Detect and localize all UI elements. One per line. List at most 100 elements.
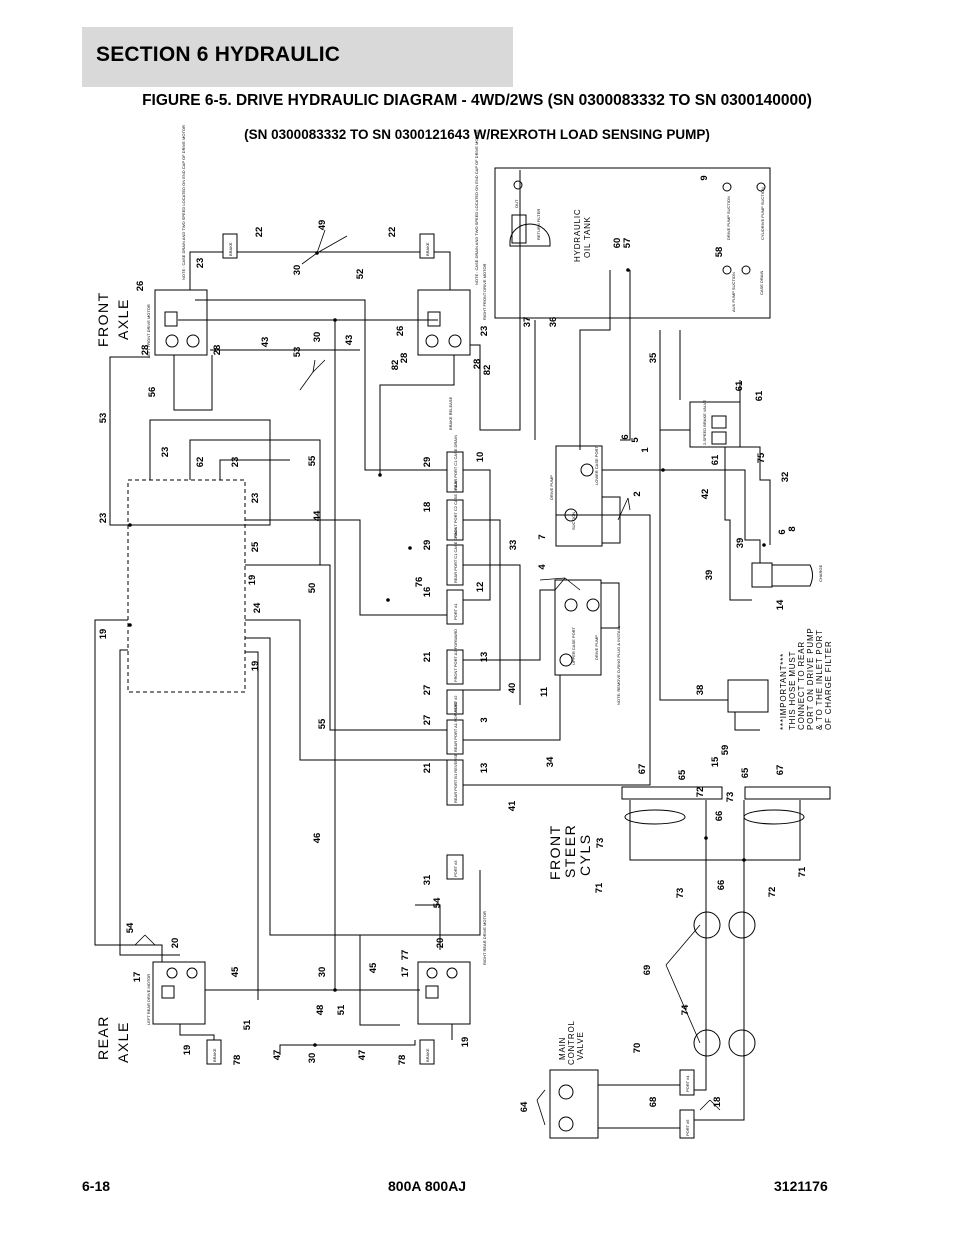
svg-text:FRONT PORT C2 CASE DRAIN: FRONT PORT C2 CASE DRAIN [453, 480, 458, 538]
svg-text:PORT #5: PORT #5 [685, 1119, 690, 1136]
svg-text:55: 55 [317, 718, 328, 729]
svg-text:NOTE : CASE DRAIN AND TWO SPEE: NOTE : CASE DRAIN AND TWO SPEED LOCATED … [474, 130, 479, 285]
svg-text:6: 6 [777, 529, 788, 534]
svg-text:66: 66 [714, 811, 725, 822]
svg-text:6: 6 [620, 434, 631, 439]
svg-text:BRAKE RELEASE: BRAKE RELEASE [448, 397, 453, 430]
svg-text:17: 17 [400, 967, 411, 978]
svg-text:22: 22 [387, 227, 398, 238]
callout-numbers: 22 22 49 30 52 23 26 28 28 43 30 43 53 2… [98, 175, 808, 1112]
oil-tank-label-2: OIL TANK [583, 216, 592, 258]
svg-text:68: 68 [648, 1097, 659, 1108]
svg-text:42: 42 [700, 489, 711, 500]
front-axle-label-1: FRONT [95, 291, 111, 347]
lower-drive-pump [555, 445, 603, 547]
svg-text:54: 54 [125, 922, 136, 933]
svg-text:PORT #3: PORT #3 [453, 860, 458, 877]
svg-text:82: 82 [390, 360, 401, 371]
svg-text:18: 18 [712, 1097, 723, 1108]
svg-text:BRAKE: BRAKE [425, 242, 430, 256]
steer-cylinder-left [621, 786, 723, 800]
svg-text:UPPER CASE PORT: UPPER CASE PORT [571, 627, 576, 665]
svg-text:FRONT PORT A2 FORWARD: FRONT PORT A2 FORWARD [453, 629, 458, 682]
svg-text:3: 3 [479, 717, 490, 722]
figure-subtitle: (SN 0300083332 TO SN 0300121643 W/REXROT… [244, 127, 710, 142]
front-steer-label-3: CYLS [577, 833, 593, 876]
svg-text:BRAKE: BRAKE [228, 242, 233, 256]
svg-text:65: 65 [677, 769, 688, 780]
svg-text:CHARGE: CHARGE [818, 565, 823, 582]
svg-text:13: 13 [479, 763, 490, 774]
main-control-valve-label-3: VALVE [576, 1031, 585, 1060]
svg-text:29: 29 [422, 457, 433, 468]
svg-text:56: 56 [147, 387, 158, 398]
svg-text:74: 74 [680, 1004, 691, 1015]
svg-text:DRIVE PUMP SUCTION: DRIVE PUMP SUCTION [726, 196, 731, 240]
svg-text:67: 67 [637, 764, 648, 775]
svg-text:NOTE: REMOVE O-RING PLUG & INS: NOTE: REMOVE O-RING PLUG & INSTALL [616, 625, 621, 705]
brake-box-rear-right [419, 1039, 435, 1065]
svg-text:THIS HOSE MUST: THIS HOSE MUST [788, 651, 797, 730]
svg-text:59: 59 [720, 745, 731, 756]
svg-text:43: 43 [344, 335, 355, 346]
svg-text:1: 1 [640, 447, 651, 453]
svg-text:39: 39 [704, 570, 715, 581]
front-steer-label-1: FRONT [547, 824, 563, 880]
important-note: ***IMPORTANT*** THIS HOSE MUST CONNECT T… [779, 627, 833, 730]
svg-text:AUX PUMP SUCTION: AUX PUMP SUCTION [731, 272, 736, 312]
svg-text:45: 45 [368, 962, 379, 973]
document-number: 3121176 [774, 1178, 828, 1194]
svg-text:67: 67 [775, 765, 786, 776]
two-speed-brake-valve [689, 401, 741, 448]
svg-text:PORT ON DRIVE PUMP: PORT ON DRIVE PUMP [806, 627, 815, 730]
svg-text:OF CHARGE FILTER: OF CHARGE FILTER [824, 640, 833, 730]
left-rear-drive-motor [152, 961, 206, 1025]
section-banner: SECTION 6 HYDRAULIC [82, 27, 513, 87]
svg-text:19: 19 [98, 629, 109, 640]
svg-text:20: 20 [435, 938, 446, 949]
svg-text:31: 31 [422, 874, 433, 885]
svg-text:78: 78 [397, 1055, 408, 1066]
svg-text:REAR PORT C1 CASE DRAIN: REAR PORT C1 CASE DRAIN [453, 435, 458, 490]
svg-text:4: 4 [537, 564, 548, 570]
svg-text:28: 28 [140, 345, 151, 356]
figure-title: FIGURE 6-5. DRIVE HYDRAULIC DIAGRAM - 4W… [142, 92, 812, 109]
svg-text:32: 32 [780, 472, 791, 483]
svg-text:24: 24 [252, 602, 263, 613]
main-control-valve [549, 1069, 599, 1139]
svg-text:SUCTION: SUCTION [571, 512, 576, 530]
svg-text:PORT #2: PORT #2 [453, 695, 458, 712]
svg-text:15: 15 [710, 756, 721, 767]
svg-text:CASE DRAIN: CASE DRAIN [759, 270, 764, 295]
tank-port-drive-suction [722, 182, 732, 192]
svg-text:30: 30 [312, 332, 323, 343]
svg-text:60: 60 [612, 238, 623, 249]
svg-text:& TO THE INLET PORT: & TO THE INLET PORT [815, 629, 824, 730]
svg-text:44: 44 [312, 510, 323, 521]
svg-text:19: 19 [250, 661, 261, 672]
svg-text:REAR PORT B1 REVERSE: REAR PORT B1 REVERSE [453, 753, 458, 803]
svg-text:69: 69 [642, 965, 653, 976]
svg-text:PORT #1: PORT #1 [453, 603, 458, 620]
svg-text:23: 23 [160, 447, 171, 458]
svg-text:13: 13 [479, 652, 490, 663]
svg-text:25: 25 [250, 541, 261, 552]
svg-text:65: 65 [740, 767, 751, 778]
svg-text:53: 53 [98, 413, 109, 424]
svg-text:72: 72 [695, 787, 706, 798]
left-front-drive-motor [154, 289, 208, 356]
svg-text:76: 76 [414, 577, 425, 588]
svg-text:LEFT FRONT DRIVE MOTOR: LEFT FRONT DRIVE MOTOR [146, 304, 151, 358]
svg-text:REAR PORT C1 CASE DRAIN: REAR PORT C1 CASE DRAIN [453, 528, 458, 583]
svg-text:BRAKE: BRAKE [212, 1048, 217, 1062]
svg-text:BRAKE: BRAKE [425, 1048, 430, 1062]
svg-text:28: 28 [399, 353, 410, 364]
svg-text:26: 26 [135, 281, 146, 292]
charge-filter [751, 562, 773, 588]
svg-text:47: 47 [272, 1050, 283, 1061]
svg-text:71: 71 [797, 866, 808, 877]
svg-text:23: 23 [479, 326, 490, 337]
svg-text:77: 77 [400, 950, 411, 961]
svg-text:38: 38 [695, 685, 706, 696]
